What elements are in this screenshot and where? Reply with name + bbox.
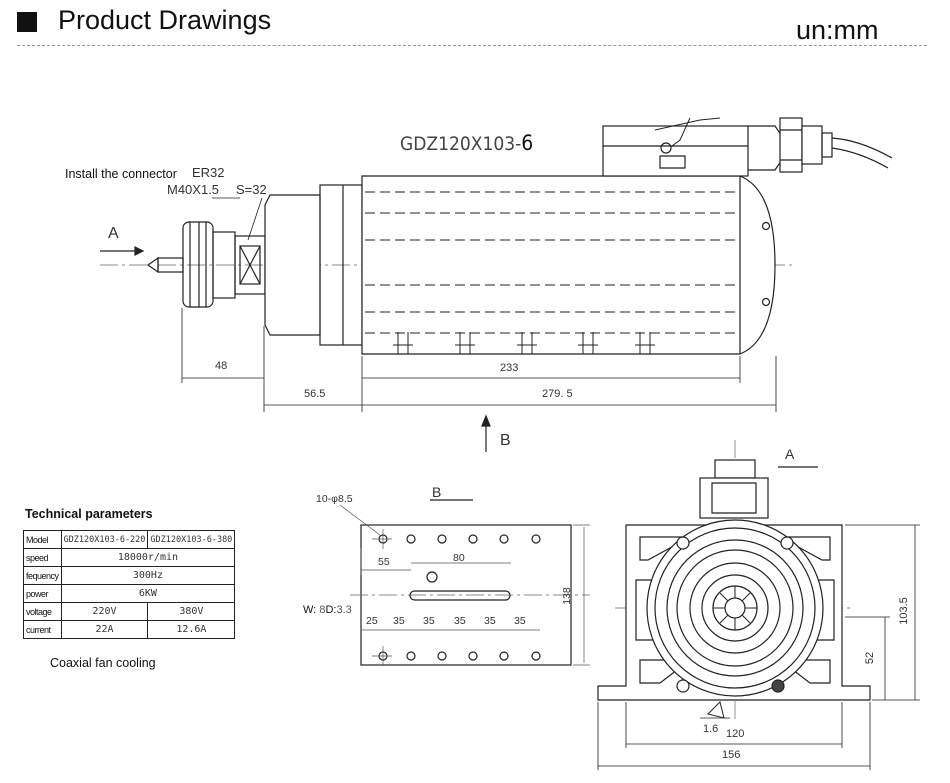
row-key: current: [23, 620, 62, 639]
row-value: 300Hz: [60, 566, 236, 585]
dim-52: 52: [864, 651, 877, 665]
table-row: speed 18000r/min: [23, 548, 236, 567]
row-key: fequency: [23, 566, 62, 585]
row-value: 6KW: [60, 584, 236, 603]
table-row: voltage 220V 380V: [23, 602, 236, 621]
table-row: current 22A 12.6A: [23, 620, 236, 639]
spindle-side-view: [100, 117, 893, 452]
row-key: Model: [23, 530, 62, 549]
dim-138: 138: [560, 587, 573, 605]
row-value: 22A: [60, 620, 149, 639]
view-a-marker: A: [108, 225, 119, 242]
connector-label: Install the connector: [65, 167, 177, 181]
pitch-5: 35: [514, 615, 526, 627]
table-row: fequency 300Hz: [23, 566, 236, 585]
front-view: [597, 440, 920, 770]
slot-dimensions: W: 8D:3.3: [303, 604, 352, 616]
dim-279-5: 279. 5: [542, 388, 573, 400]
pitch-4: 35: [484, 615, 496, 627]
dim-55: 55: [378, 556, 390, 568]
table-row: power 6KW: [23, 584, 236, 603]
pitch-3: 35: [454, 615, 466, 627]
row-key: voltage: [23, 602, 62, 621]
dim-80: 80: [453, 552, 465, 564]
holes-label: 10-φ8.5: [316, 493, 353, 505]
model-label: GDZ120X103-6: [400, 131, 534, 155]
row-key: power: [23, 584, 62, 603]
page-header: Product Drawings un:mm: [0, 0, 950, 50]
page-title: Product Drawings: [58, 5, 272, 35]
front-view-title: A: [785, 446, 795, 462]
header-divider: [17, 45, 927, 46]
unit-label: un:mm: [796, 15, 879, 45]
thread-label: M40X1.5: [167, 182, 220, 197]
tech-params-title: Technical parameters: [25, 507, 153, 521]
row-value: 380V: [147, 602, 236, 621]
dim-120: 120: [726, 728, 745, 740]
dim-48: 48: [215, 360, 228, 372]
pitch-0: 25: [366, 615, 378, 627]
tech-params-table: Model GDZ120X103-6-220 GDZ120X103-6-380 …: [23, 530, 236, 639]
dim-156: 156: [722, 749, 741, 761]
mount-view-title: B: [432, 484, 442, 500]
dim-103-5: 103.5: [897, 597, 910, 625]
collet-label: ER32: [192, 165, 225, 180]
pitch-1: 35: [393, 615, 405, 627]
row-value: 18000r/min: [60, 548, 236, 567]
row-value: GDZ120X103-6-220: [60, 530, 149, 549]
wrench-size-label: S=32: [236, 182, 267, 197]
table-row: Model GDZ120X103-6-220 GDZ120X103-6-380: [23, 530, 236, 549]
dim-1-6: 1.6: [703, 723, 719, 735]
row-value: 12.6A: [147, 620, 236, 639]
row-value: 220V: [60, 602, 149, 621]
dim-233: 233: [500, 362, 519, 374]
row-key: speed: [23, 548, 62, 567]
mount-plate-view: [339, 499, 590, 666]
cooling-note: Coaxial fan cooling: [50, 656, 156, 670]
dim-56-5: 56.5: [304, 388, 326, 400]
row-value: GDZ120X103-6-380: [147, 530, 236, 549]
black-square-icon: [17, 12, 37, 32]
view-b-marker: B: [500, 432, 511, 449]
pitch-2: 35: [423, 615, 435, 627]
